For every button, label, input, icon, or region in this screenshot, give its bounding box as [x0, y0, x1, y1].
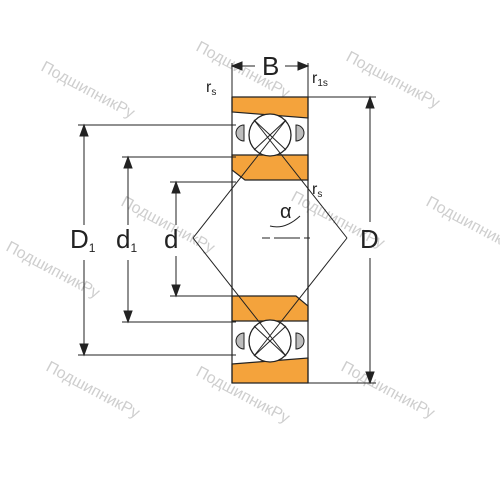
- label-d: d: [164, 224, 178, 254]
- label-B: B: [262, 51, 279, 81]
- label-r-1s: r1s: [312, 70, 328, 89]
- label-d1: d1: [116, 224, 137, 255]
- ball-top: [235, 113, 305, 157]
- label-D1: D1: [70, 224, 96, 255]
- watermark: ПодшипникРу: [43, 359, 142, 422]
- label-r-s-right: rs: [312, 181, 322, 200]
- alpha-arc: [269, 215, 301, 228]
- watermark: ПодшипникРу: [338, 359, 437, 422]
- ball-bottom: [235, 319, 305, 363]
- label-r-s-left: rs: [206, 79, 216, 98]
- contact-lines: [192, 119, 348, 357]
- label-alpha: α: [280, 201, 292, 223]
- watermark: ПодшипникРу: [423, 194, 500, 257]
- inner-ring-bottom: [231, 295, 309, 322]
- label-D: D: [360, 224, 379, 254]
- watermark: ПодшипникРу: [343, 49, 442, 112]
- dimension-lines: [78, 61, 376, 385]
- watermark: ПодшипникРу: [38, 59, 137, 122]
- bearing-outline: [231, 97, 309, 383]
- inner-ring-top: [231, 154, 309, 181]
